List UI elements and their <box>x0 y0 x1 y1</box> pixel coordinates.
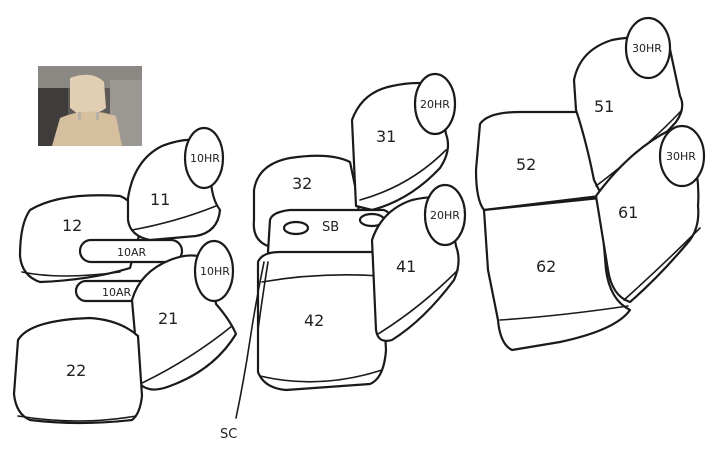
headrest-10hr-upper: 10HR <box>183 126 225 190</box>
headrest-label-30hr-upper: 30HR <box>632 42 662 55</box>
armrest-label-10ar-upper: 10AR <box>117 246 147 259</box>
console-sc-pointer: SC <box>220 261 269 442</box>
headrest-label-30hr-lower: 30HR <box>666 150 696 163</box>
armrest-label-10ar-lower: 10AR <box>102 286 132 299</box>
seat-part-62: 62 <box>482 196 632 352</box>
headrest-label-10hr-lower: 10HR <box>200 265 230 278</box>
seat-label-51: 51 <box>594 97 614 116</box>
seat-part-42: 42 <box>256 250 388 392</box>
headrest-30hr-lower: 30HR <box>658 124 706 188</box>
seat-label-21: 21 <box>158 309 178 328</box>
headrest-30hr-upper: 30HR <box>624 16 672 80</box>
headrest-20hr-upper: 20HR <box>413 72 457 136</box>
seat-label-31: 31 <box>376 127 396 146</box>
headrest-20hr-lower: 20HR <box>423 183 467 247</box>
seat-label-22: 22 <box>66 361 86 380</box>
seat-label-42: 42 <box>304 311 324 330</box>
seat-label-12: 12 <box>62 216 82 235</box>
seat-label-52: 52 <box>516 155 536 174</box>
headrest-label-20hr-lower: 20HR <box>430 209 460 222</box>
reference-photo <box>38 66 142 146</box>
seat-label-61: 61 <box>618 203 638 222</box>
console-label-sb: SB <box>322 220 339 235</box>
armrest-10ar-upper: 10AR <box>78 238 184 264</box>
seat-label-62: 62 <box>536 257 556 276</box>
seat-label-32: 32 <box>292 174 312 193</box>
headrest-label-20hr-upper: 20HR <box>420 98 450 111</box>
console-label-sc: SC <box>220 427 237 442</box>
headrest-10hr-lower: 10HR <box>193 239 235 303</box>
seat-part-22: 22 <box>12 316 144 425</box>
seat-label-41: 41 <box>396 257 416 276</box>
seat-label-11: 11 <box>150 190 170 209</box>
seat-part-12: 12 <box>18 194 142 284</box>
headrest-label-10hr-upper: 10HR <box>190 152 220 165</box>
